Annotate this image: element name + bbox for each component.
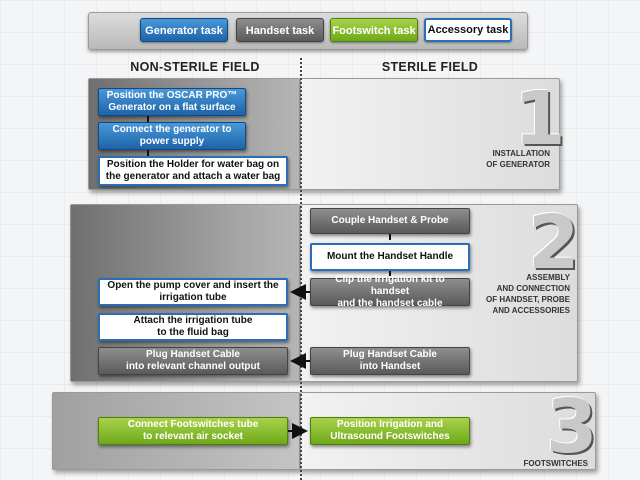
flow-connector — [147, 116, 149, 122]
step-number-3: 3 — [546, 384, 598, 470]
task-text: and the handset cable — [337, 298, 443, 309]
task-text: irrigation tube — [159, 292, 227, 303]
task-text: Ultrasound Footswitches — [330, 431, 450, 442]
task-text: to the fluid bag — [157, 327, 229, 338]
step3-caption-line: FOOTSWITCHES — [523, 459, 588, 468]
task-couple-handset: Couple Handset & Probe — [310, 208, 470, 234]
step2-caption: ASSEMBLY AND CONNECTION OF HANDSET, PROB… — [460, 272, 570, 316]
step3-caption: FOOTSWITCHES — [480, 458, 588, 469]
task-mount-handle: Mount the Handset Handle — [310, 243, 470, 271]
task-text: into relevant channel output — [126, 361, 260, 372]
task-text: Connect Footswitches tube — [127, 419, 259, 430]
task-text: power supply — [139, 136, 205, 147]
flow-connector — [147, 150, 149, 156]
task-text: Position Irrigation and — [336, 419, 444, 430]
step2-caption-line: AND CONNECTION — [496, 284, 570, 293]
legend-generator: Generator task — [140, 18, 228, 42]
legend-handset: Handset task — [236, 18, 324, 42]
task-text: Connect the generator to — [112, 124, 232, 135]
step2-caption-line: OF HANDSET, PROBE — [485, 295, 570, 304]
task-text: Open the pump cover and insert the — [107, 280, 279, 291]
legend-footswitch: Footswitch task — [330, 18, 418, 42]
field-divider — [300, 58, 302, 480]
task-text: Plug Handset Cable — [343, 349, 437, 360]
task-text: Position the Holder for water bag on — [106, 159, 280, 170]
task-text: to relevant air socket — [142, 431, 244, 442]
step1-caption-line: INSTALLATION — [492, 149, 550, 158]
task-text: into Handset — [359, 361, 421, 372]
step1-sterile-panel — [300, 78, 560, 190]
step1-caption-line: OF GENERATOR — [486, 160, 550, 169]
task-text: the generator and attach a water bag — [105, 171, 281, 182]
step1-caption: INSTALLATION OF GENERATOR — [440, 148, 550, 170]
non-sterile-field-header: NON-STERILE FIELD — [130, 60, 260, 74]
step-number-2: 2 — [528, 200, 580, 286]
legend-accessory: Accessory task — [424, 18, 512, 42]
sterile-field-header: STERILE FIELD — [381, 60, 479, 74]
task-text: Mount the Handset Handle — [326, 251, 454, 262]
task-text: Clip the Irrigation kit to handset — [335, 274, 445, 297]
step-number-1: 1 — [514, 76, 566, 162]
task-text: Plug Handset Cable — [146, 349, 240, 360]
task-text: Position the OSCAR PRO™ — [106, 90, 238, 101]
task-text: Couple Handset & Probe — [331, 215, 449, 226]
step2-caption-line: ASSEMBLY — [526, 273, 570, 282]
task-text: Attach the irrigation tube — [133, 315, 253, 326]
task-text: Generator on a flat surface — [108, 102, 236, 113]
step2-caption-line: AND ACCESSORIES — [492, 306, 571, 315]
